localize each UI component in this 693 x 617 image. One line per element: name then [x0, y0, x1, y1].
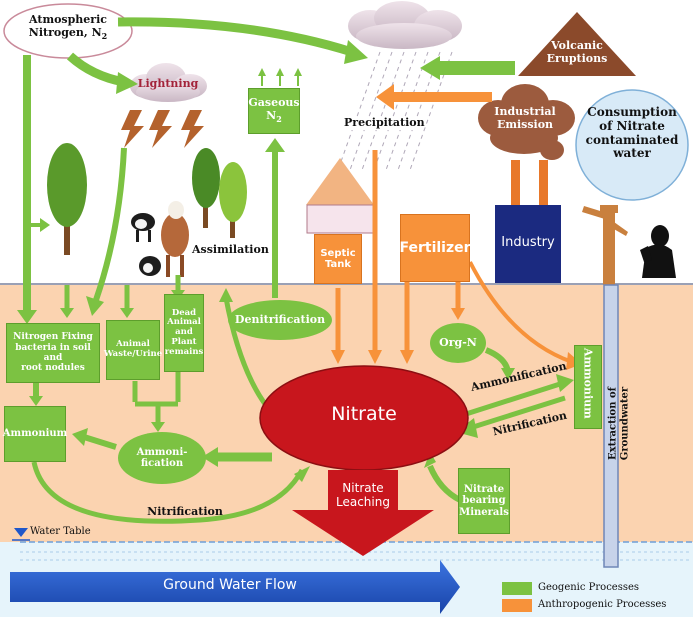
nitrogen-fixing-line2: bacteria in soil and: [15, 342, 91, 363]
legend-swatch-geogenic: [502, 582, 532, 595]
ammonification-oval-line1: Ammoni-: [136, 446, 188, 458]
volcano-icon: [518, 12, 636, 76]
anthropogenic-arrows: [335, 92, 573, 364]
cow-icon: [161, 201, 189, 277]
industrial-line1: Industrial: [494, 105, 556, 118]
geogenic-arrows: [23, 17, 566, 524]
nitrate-label: Nitrate: [331, 403, 397, 425]
consumption-line3: contaminated: [585, 132, 679, 147]
cow-icon: [131, 213, 155, 242]
tree-icon: [219, 162, 247, 238]
nitrate-leaching-line2: Leaching: [336, 494, 390, 509]
ground-water-flow-arrow: [10, 560, 460, 614]
volcanic-line2: Eruptions: [546, 51, 608, 65]
consumption-circle: [575, 89, 689, 201]
ammonium-box: Ammonium: [3, 406, 67, 462]
nitrate-leaching-line1: Nitrate: [342, 481, 384, 495]
atmospheric-nitrogen-text: Nitrogen, N: [28, 25, 102, 39]
septic-tank-box: Septic Tank: [314, 234, 362, 284]
tree-icon: [47, 143, 87, 255]
ammonification-oval-line2: fication: [140, 458, 184, 469]
animal-waste-line2: Waste/Urine: [103, 349, 163, 359]
nitrate-bearing-line3: Minerals: [459, 506, 509, 518]
animal-waste-box: Animal Waste/Urine: [103, 320, 163, 380]
factory-icon: [495, 205, 561, 283]
extraction-groundwater-label: Extraction of Groundwater: [608, 379, 631, 469]
dead-remains-box: Dead Animal and Plant remains: [164, 294, 204, 372]
septic-line2: Tank: [324, 259, 352, 270]
ground-water-flow-label: Ground Water Flow: [163, 577, 297, 593]
nitrogen-fixing-line3: root nodules: [21, 363, 85, 374]
nitrate-bearing-line1: Nitrate: [463, 483, 505, 495]
extraction-line1: Extraction of: [607, 387, 619, 460]
nitrate-leaching-arrow: [292, 470, 434, 556]
ammonification-oval: Ammoni- fication: [118, 432, 206, 484]
nitrate-bearing-line2: bearing: [462, 495, 506, 507]
gaseous-text: N: [266, 109, 277, 123]
extraction-line2: Groundwater: [619, 386, 630, 461]
nitrogen-fixing-line1: Nitrogen Fixing: [13, 332, 93, 343]
volcanic-eruptions-label: Volcanic Eruptions: [540, 39, 614, 65]
dead-line3: and Plant: [171, 327, 197, 347]
gaseous-subscript: 2: [276, 114, 282, 125]
consumption-line4: water: [613, 146, 651, 161]
house-icon: [306, 158, 374, 234]
extraction-pipe: [603, 284, 619, 568]
legend-label-anthropogenic: Anthropogenic Processes: [538, 599, 667, 610]
legend-label-geogenic: Geogenic Processes: [538, 582, 640, 593]
gaseous-n2-box: Gaseous N2: [248, 88, 300, 134]
fertilizer-box: Fertilizer: [399, 214, 471, 282]
lightning-bolt-icon: [121, 110, 204, 148]
precipitation-label: Precipitation: [344, 116, 425, 130]
rain-cloud-icon: [348, 1, 462, 49]
tree-icon: [192, 148, 220, 228]
septic-line1: Septic: [320, 248, 356, 259]
smoke-cloud-icon: [478, 84, 575, 160]
nitrate-leaching-label: Nitrate Leaching: [324, 481, 402, 510]
denitrification-oval: Denitrification: [228, 300, 332, 340]
gaseous-line2: N2: [266, 109, 282, 125]
chimney-right: [539, 160, 548, 206]
lightning-cloud-icon: [130, 63, 207, 102]
atmospheric-nitrogen-oval: [3, 3, 133, 59]
dead-line4: remains: [164, 346, 204, 357]
dead-line2: Animal: [167, 317, 201, 328]
consumption-line2: of Nitrate: [599, 118, 665, 133]
volcanic-line1: Volcanic: [551, 39, 603, 52]
woman-drinking-icon: [640, 225, 676, 278]
gaseous-line1: Gaseous: [248, 96, 300, 110]
water-table-label: Water Table: [30, 526, 91, 537]
nitrification-bottom-label: Nitrification: [147, 505, 223, 518]
ammonium-vertical-box: [574, 345, 602, 429]
chimney-left: [511, 160, 520, 206]
atmospheric-nitrogen-line1: Atmospheric: [29, 13, 107, 26]
atmospheric-nitrogen-line2: Nitrogen, N2: [8, 25, 128, 41]
atmospheric-nitrogen-subscript: 2: [101, 30, 108, 41]
industrial-line2: Emission: [496, 117, 554, 131]
atmospheric-nitrogen-label: Atmospheric Nitrogen, N2: [8, 13, 128, 41]
industrial-emission-label: Industrial Emission: [490, 105, 560, 131]
animal-waste-line1: Animal: [116, 339, 150, 350]
consumption-line1: Consumption: [587, 105, 677, 119]
consumption-label: Consumption of Nitrate contaminated wate…: [582, 105, 682, 161]
nitrate-bearing-minerals-box: Nitrate bearing Minerals: [458, 468, 510, 534]
dead-line1: Dead: [171, 307, 197, 318]
cow-icon: [139, 256, 161, 276]
org-n-oval: Org-N: [430, 323, 486, 363]
industry-label: Industry: [501, 235, 555, 250]
ammonium-vertical-label: Ammonium: [581, 347, 595, 419]
legend-swatch-anthropogenic: [502, 599, 532, 612]
water-table-marker-icon: [14, 528, 28, 537]
nitrogen-fixing-box: Nitrogen Fixing bacteria in soil and roo…: [6, 323, 100, 383]
assimilation-label: Assimilation: [192, 243, 269, 256]
lightning-label: Lightning: [137, 77, 199, 90]
rain-icon: [337, 51, 453, 171]
hand-pump-icon: [582, 205, 628, 285]
